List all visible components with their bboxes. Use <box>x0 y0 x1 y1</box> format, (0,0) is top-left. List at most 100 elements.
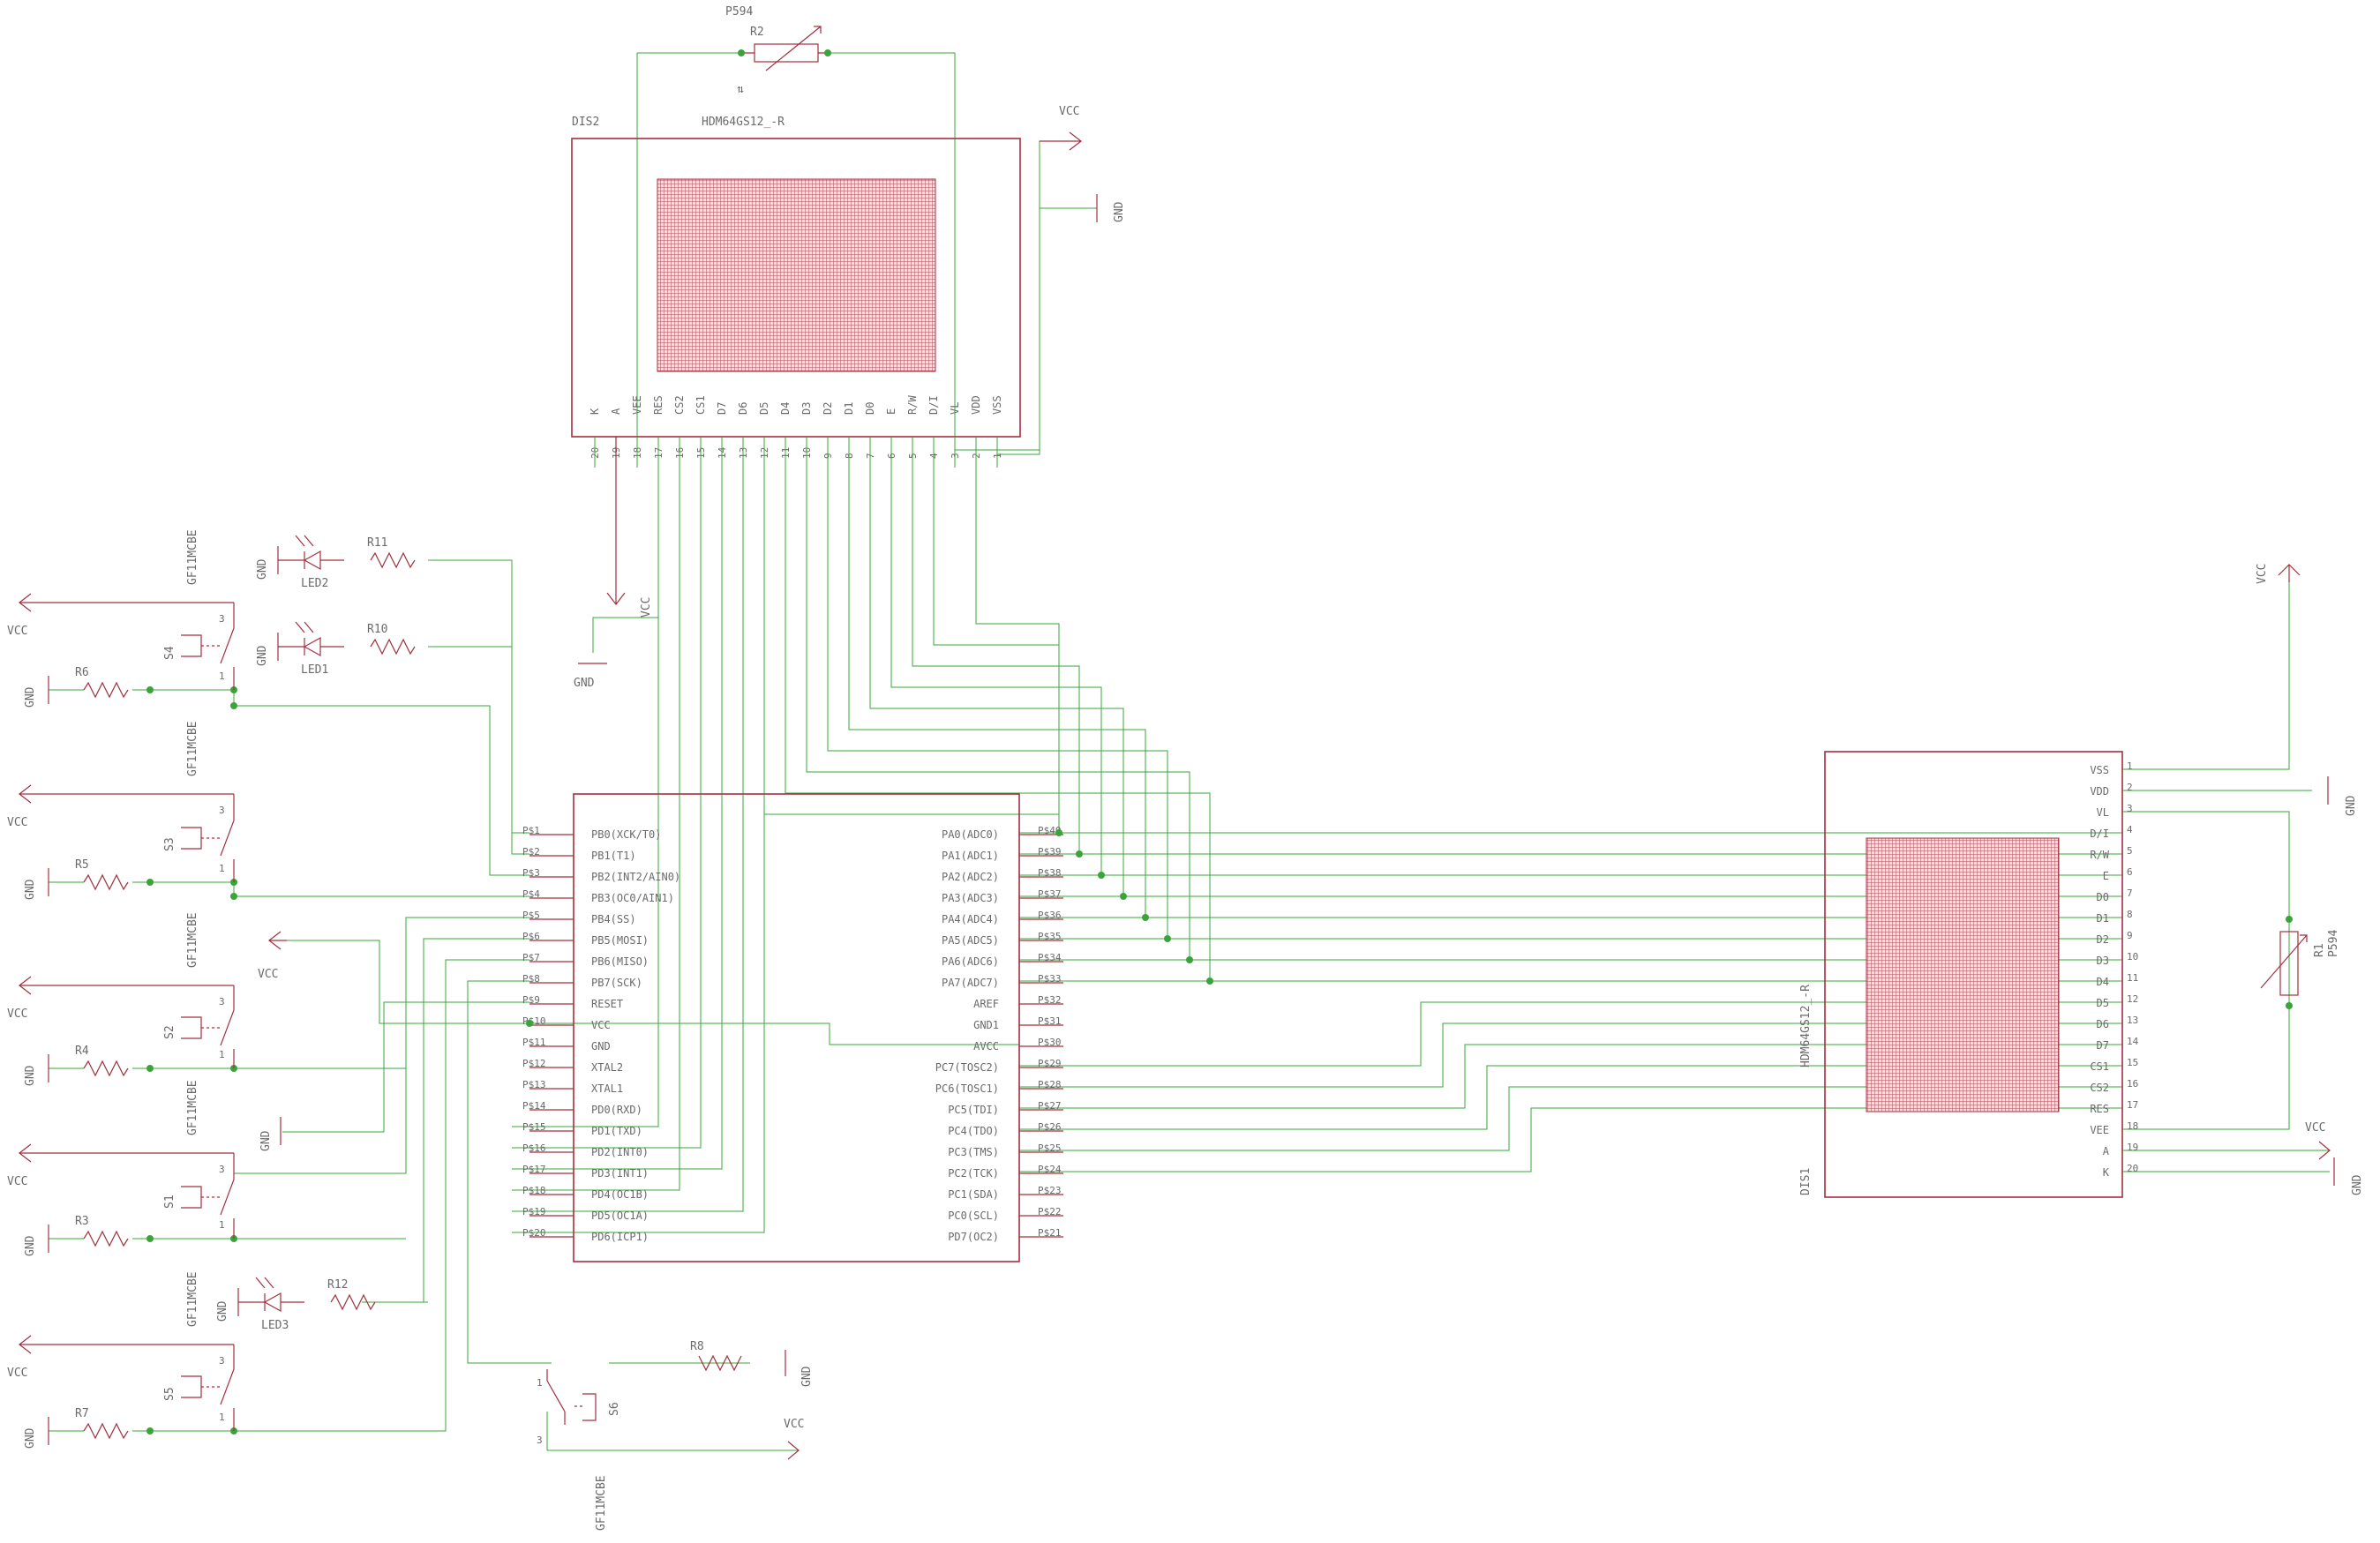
mcu-left-pin-name: GND <box>591 1040 611 1052</box>
mcu-right-pad: P$38 <box>1038 867 1062 879</box>
dis1-pin-number: 1 <box>2127 760 2133 772</box>
resistor <box>330 1293 376 1311</box>
dis1-pin-number: 12 <box>2127 993 2138 1005</box>
vcc-label: VCC <box>258 968 278 981</box>
mcu-right-pad: P$26 <box>1038 1121 1062 1133</box>
mcu-right-pad: P$31 <box>1038 1015 1062 1027</box>
gnd-symbol-left: GND <box>259 1117 282 1151</box>
junction <box>1164 935 1171 942</box>
switch-symbol <box>181 985 235 1068</box>
gnd-label: GND <box>259 1130 273 1151</box>
dis1-pin-label: VEE <box>2090 1124 2109 1136</box>
mcu-right-pad: P$40 <box>1038 825 1062 836</box>
mcu-left-pad: P$15 <box>522 1121 546 1133</box>
switch-part: GF11MCBE <box>186 1080 199 1135</box>
dis1-pin-number: 13 <box>2127 1015 2138 1026</box>
mcu-right-pin-name: PC1(SDA) <box>948 1188 999 1201</box>
button-circuits: VCCGNDR631S4GF11MCBEVCCGNDR531S3GF11MCBE… <box>7 529 237 1449</box>
switch-pin-3: 3 <box>219 1355 225 1367</box>
mcu-right-pad: P$35 <box>1038 931 1062 942</box>
vcc-label: VCC <box>1059 105 1079 118</box>
mcu-left-pad: P$11 <box>522 1037 546 1048</box>
dis1-pin-label: CS2 <box>2090 1082 2109 1094</box>
dis2-ref: DIS2 <box>572 116 599 129</box>
dis1-pin-number: 9 <box>2127 930 2133 941</box>
vcc-label: VCC <box>7 1367 27 1380</box>
gnd-symbol-right-1: GND <box>2327 776 2358 816</box>
gnd-label: GND <box>256 558 269 580</box>
mcu-left-pin-name: PD2(INT0) <box>591 1146 649 1158</box>
dis1-pin-label: D2 <box>2097 933 2109 946</box>
mcu-right-pad: P$24 <box>1038 1164 1062 1175</box>
mcu-left-pin-name: PB3(OC0/AIN1) <box>591 892 674 904</box>
mcu-left-pin-name: PD4(OC1B) <box>591 1188 649 1201</box>
dis1-pin-label: R/W <box>2090 849 2109 861</box>
mcu-right-pin-name: PA2(ADC2) <box>942 871 999 883</box>
mcu-left-pin-name: PB7(SCK) <box>591 977 642 989</box>
mcu-left-pad: P$17 <box>522 1164 546 1175</box>
junction <box>146 1235 154 1242</box>
pot-r1: R1 P594 <box>2260 916 2340 1009</box>
dis2-pin-label: E <box>885 408 897 415</box>
mcu-left-pad: P$14 <box>522 1100 546 1112</box>
led-ref: LED3 <box>261 1319 289 1332</box>
pot-r1-ref: R1 <box>2313 943 2326 957</box>
mcu-left-pin-name: XTAL1 <box>591 1082 623 1095</box>
junction <box>146 1427 154 1434</box>
dis2-pin-label: VEE <box>631 395 643 415</box>
dis1-pin-number: 20 <box>2127 1163 2138 1174</box>
pot-r1-value: P594 <box>2327 930 2340 957</box>
mcu-left-pad: P$20 <box>522 1227 546 1239</box>
mcu-right-pin-name: PC5(TDI) <box>948 1104 999 1116</box>
dis1-pin-number: 10 <box>2127 951 2138 963</box>
mcu-left-pad: P$1 <box>522 825 540 836</box>
switch-ref: S5 <box>163 1387 176 1401</box>
junction <box>1142 914 1149 921</box>
mcu-left-pin-name: PB6(MISO) <box>591 955 649 968</box>
resistor-ref: R12 <box>327 1278 348 1292</box>
dis2-pin-label: D0 <box>864 402 876 415</box>
gnd-label: GND <box>800 1366 814 1387</box>
resistor-ref: R6 <box>75 666 89 679</box>
switch-pin-3: 3 <box>219 1164 225 1175</box>
mcu-right-pad: P$30 <box>1038 1037 1062 1048</box>
vcc-symbol-down: VCC <box>606 437 653 618</box>
dis2-pin-label: K <box>589 408 601 415</box>
mcu-right-pin-name: PC3(TMS) <box>948 1146 999 1158</box>
switch-part: GF11MCBE <box>186 912 199 968</box>
s6-part: GF11MCBE <box>595 1475 608 1531</box>
resistor-ref: R4 <box>75 1045 89 1058</box>
dis1-pin-number: 15 <box>2127 1057 2138 1068</box>
gnd-label: GND <box>574 677 595 690</box>
vcc-arrow <box>19 1335 234 1354</box>
switch-pin-1: 1 <box>219 670 225 682</box>
junction <box>526 1020 533 1027</box>
mcu-right-pin-name: PC0(SCL) <box>948 1210 999 1222</box>
s6-ref: S6 <box>608 1402 621 1416</box>
resistor-ref: R3 <box>75 1215 89 1228</box>
led-light-rays-icon <box>255 1277 274 1289</box>
vcc-label: VCC <box>784 1418 804 1431</box>
dis2-pin-label: D5 <box>758 402 770 415</box>
mcu-right-pin-name: PC2(TCK) <box>948 1167 999 1180</box>
dis1-pin-number: 4 <box>2127 824 2133 835</box>
dis1-pin-number: 16 <box>2127 1078 2138 1090</box>
gnd-label: GND <box>24 686 37 708</box>
switch-part: GF11MCBE <box>186 721 199 776</box>
dis2-pin-label: R/W <box>906 395 919 415</box>
mcu-left-pin-name: PB1(T1) <box>591 850 636 862</box>
dis1-pin-number: 2 <box>2127 782 2133 793</box>
junction <box>1186 956 1193 963</box>
s6-pin-1: 1 <box>537 1377 543 1389</box>
dis1-pin-label: D/I <box>2090 828 2109 840</box>
mcu-right-pad: P$34 <box>1038 952 1062 963</box>
dis1-pin-label: D0 <box>2097 891 2109 903</box>
vcc-symbol-right: VCC <box>2256 564 2301 584</box>
junction <box>1055 829 1062 836</box>
dis1-pin-label: D1 <box>2097 912 2109 925</box>
gnd-label: GND <box>24 1065 37 1086</box>
led-ref: LED2 <box>301 577 328 590</box>
switch-ref: S2 <box>163 1025 176 1039</box>
mcu-right-pin-name: PA0(ADC0) <box>942 828 999 841</box>
